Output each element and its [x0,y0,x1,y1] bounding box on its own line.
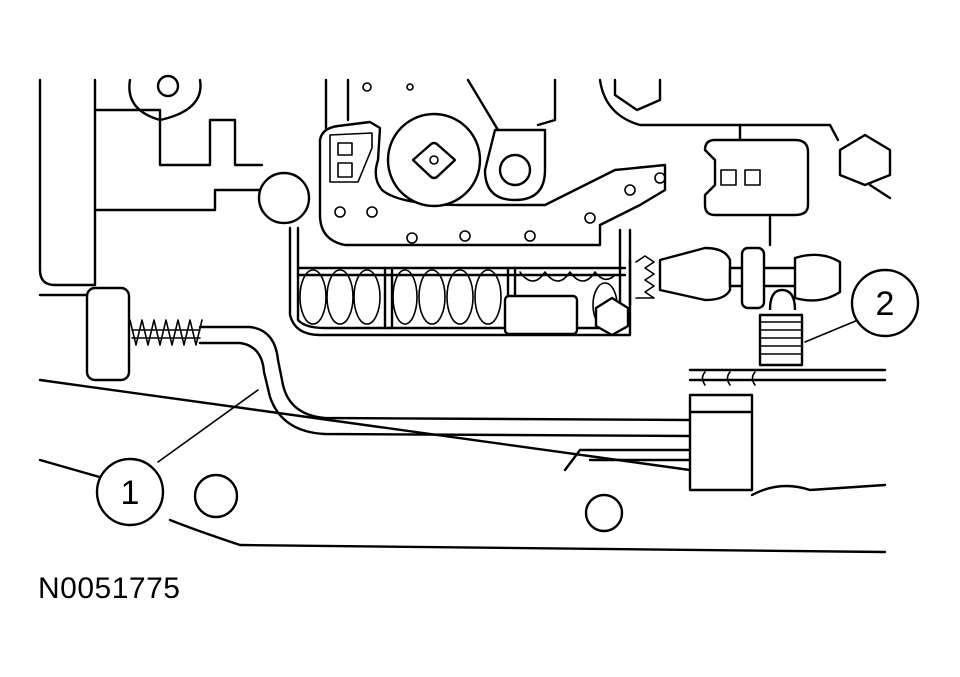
leader-line-2 [804,319,859,343]
callout-1: 1 [95,457,165,527]
callout-1-number: 1 [121,474,140,512]
end-plug-spring [85,286,203,382]
hex-nut [594,296,630,337]
housing-top [324,78,892,200]
connector-clip [703,123,810,247]
spring-clip-item-2 [758,288,804,367]
plug [257,171,311,225]
spring-coils-center [392,269,502,325]
valve-spool [503,294,579,336]
callout-2: 2 [850,268,920,338]
detent-lever [318,112,667,247]
spring-coils-left [299,269,381,325]
figure-id-label: N0051775 [38,572,181,605]
cable-rod-item-1 [198,325,692,438]
leader-line-1 [157,389,259,463]
detent-roller-assembly [635,246,842,310]
housing-left [38,74,264,287]
housing-lower [38,293,887,554]
callout-2-number: 2 [876,285,895,323]
